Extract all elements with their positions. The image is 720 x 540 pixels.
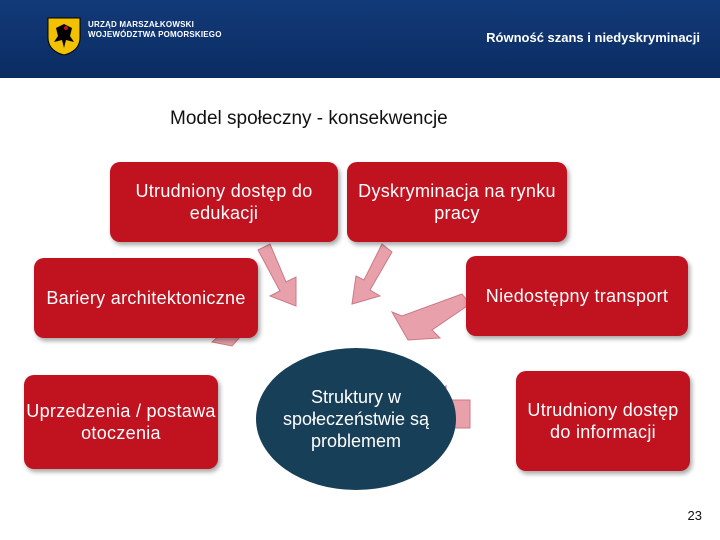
box-prejudice: Uprzedzenia / postawa otoczenia: [24, 375, 218, 469]
slide-subtitle: Model społeczny - konsekwencje: [170, 108, 448, 129]
header-title: Równość szans i niedyskryminacji: [486, 30, 700, 45]
box-information: Utrudniony dostęp do informacji: [516, 371, 690, 471]
header-bar: URZĄD MARSZAŁKOWSKI WOJEWÓDZTWA POMORSKI…: [0, 0, 720, 78]
box-job-market: Dyskryminacja na rynku pracy: [347, 162, 567, 242]
arrow-job-market-icon: [351, 243, 393, 305]
org-line-1: URZĄD MARSZAŁKOWSKI: [88, 20, 195, 29]
center-circle: Struktury w społeczeństwie są problemem: [256, 348, 456, 490]
box-education: Utrudniony dostęp do edukacji: [110, 162, 338, 242]
box-barriers: Bariery architektoniczne: [34, 258, 258, 338]
box-transport: Niedostępny transport: [466, 256, 688, 336]
center-text: Struktury w społeczeństwie są problemem: [282, 387, 430, 451]
arrow-education-icon: [257, 243, 297, 307]
page-number: 23: [687, 508, 702, 523]
organization-name: URZĄD MARSZAŁKOWSKI WOJEWÓDZTWA POMORSKI…: [88, 20, 222, 40]
org-line-2: WOJEWÓDZTWA POMORSKIEGO: [88, 30, 222, 39]
arrow-transport-icon: [390, 293, 471, 341]
coat-of-arms-icon: [47, 17, 81, 56]
